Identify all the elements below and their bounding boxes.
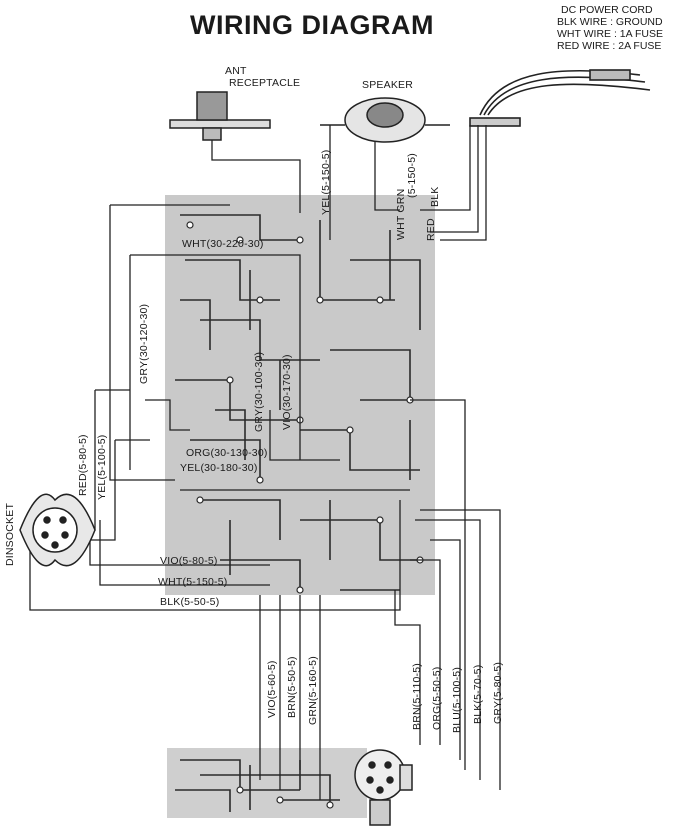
- speaker-label: SPEAKER: [362, 79, 414, 91]
- power-cord-legend: DC POWER CORD BLK WIRE : GROUND WHT WIRE…: [557, 4, 663, 52]
- wire-label-yel-5-150: YEL(5-150-5): [320, 149, 332, 215]
- ant-label-line2: RECEPTACLE: [229, 77, 301, 89]
- wire-label-org-5-50: ORG(5-50-5): [431, 666, 443, 730]
- speaker-icon: [320, 97, 450, 143]
- diagram-title: WIRING DIAGRAM: [190, 10, 434, 40]
- wire-label-red-5-80: RED(5-80-5): [77, 434, 89, 496]
- wire-label-yel-30-180: YEL(30-180-30): [180, 462, 258, 474]
- wire-label-wht-30-220: WHT(30-220-30): [182, 238, 264, 250]
- din-socket-label: DINSOCKET: [4, 502, 16, 566]
- ant-receptacle-icon: [169, 91, 271, 141]
- wire-label-blk-5-50: BLK(5-50-5): [160, 596, 220, 608]
- wire-label-gry-30-120: GRY(30-120-30): [138, 303, 150, 384]
- ant-label-line1: ANT: [225, 65, 247, 77]
- power-cord-icon: [469, 69, 651, 127]
- legend-line-red: RED WIRE : 2A FUSE: [557, 40, 662, 52]
- legend-line-blk: BLK WIRE : GROUND: [557, 16, 663, 28]
- rotary-connector-icon: [354, 749, 413, 826]
- pcb-traces: [175, 214, 421, 812]
- wire-label-vio-5-60: VIO(5-60-5): [266, 660, 278, 718]
- power-cord-heading: DC POWER CORD: [561, 4, 653, 16]
- wire-label-vio-5-80: VIO(5-80-5): [160, 555, 218, 567]
- wire-label-cord-5-150: (5-150-5): [406, 153, 418, 198]
- din-socket-icon: [19, 493, 96, 567]
- wire-label-yel-5-100: YEL(5-100-5): [96, 434, 108, 500]
- wire-label-wht-5-150: WHT(5-150-5): [158, 576, 228, 588]
- legend-line-wht: WHT WIRE : 1A FUSE: [557, 28, 663, 40]
- wire-label-gry-30-100: GRY(30-100-30): [253, 351, 265, 432]
- wire-label-blk-5-70: BLK(5-70-5): [472, 664, 484, 724]
- wire-label-grn-5-160: GRN(5-160-5): [307, 656, 319, 725]
- wire-label-red: RED: [425, 218, 437, 241]
- wire-label-brn-5-50: BRN(5-50-5): [286, 656, 298, 718]
- wire-label-gry-5-80: GRY(5-80-5): [492, 661, 504, 724]
- wire-label-brn-5-110: BRN(5-110-5): [411, 663, 423, 730]
- wire-label-blu-5-100: BLU(5-100-5): [451, 666, 463, 733]
- pcb-pads: [186, 221, 424, 809]
- wire-label-vio-30-170: VIO(30-170-30): [281, 354, 293, 430]
- wire-label-blk: BLK: [429, 186, 441, 207]
- wire-label-org-30-130: ORG(30-130-30): [186, 447, 268, 459]
